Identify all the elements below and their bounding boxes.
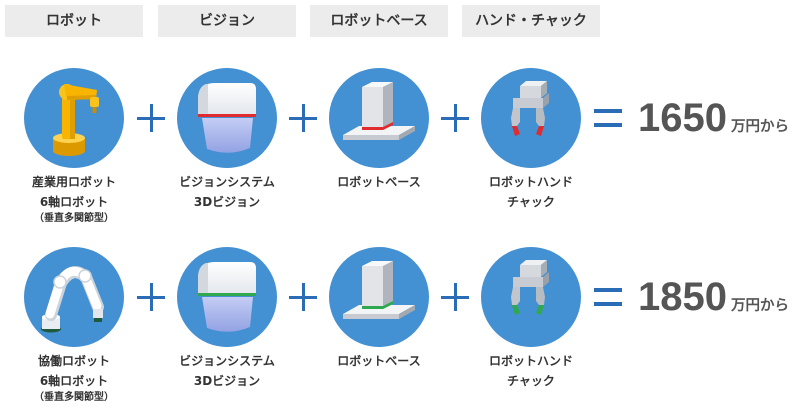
robot-base-icon <box>343 261 415 319</box>
robot-hand-gripper-icon <box>511 81 549 136</box>
vision-camera-icon <box>198 262 256 332</box>
component-label-note: （垂直多関節型） <box>34 213 114 224</box>
vision-camera-icon <box>198 83 256 153</box>
component-label-note: （垂直多関節型） <box>34 392 114 403</box>
component-icon-circle <box>481 68 581 168</box>
component-label: ビジョンシステム 3Dビジョン <box>158 172 296 212</box>
component-label: ロボットベース <box>310 351 448 371</box>
robot-base-icon <box>343 82 415 140</box>
plus-icon <box>137 283 165 311</box>
component-label-line: チャック <box>507 374 555 388</box>
plus-icon <box>137 104 165 132</box>
component-label-line: ロボットベース <box>337 354 421 368</box>
component-label: ロボットハンド チャック <box>462 351 600 391</box>
equals-icon <box>594 288 622 306</box>
price-amount: 1650 <box>638 96 727 140</box>
component-label: 協働ロボット 6軸ロボット （垂直多関節型） <box>5 351 143 405</box>
component-label-line: ロボットハンド <box>488 354 573 368</box>
robot-hand-gripper-icon <box>511 260 549 315</box>
component-label-line: チャック <box>507 195 555 209</box>
component-icon-circle <box>329 68 429 168</box>
component-robot-base: ロボットベース <box>310 247 448 405</box>
header-tab-robot: ロボット <box>5 5 143 37</box>
header-tab-label: ハンド・チャック <box>475 13 587 29</box>
component-label: ビジョンシステム 3Dビジョン <box>158 351 296 391</box>
header-tab-label: ビジョン <box>199 13 255 29</box>
component-label-line: 3Dビジョン <box>193 374 261 388</box>
component-label: ロボットハンド チャック <box>462 172 600 212</box>
component-label: 産業用ロボット 6軸ロボット （垂直多関節型） <box>5 172 143 226</box>
component-icon-circle <box>329 247 429 347</box>
price-amount: 1850 <box>638 275 727 319</box>
component-robot-base: ロボットベース <box>310 68 448 226</box>
industrial-robot-arm-icon <box>53 84 99 156</box>
collaborative-robot-arm-icon <box>41 266 104 333</box>
plus-icon <box>289 283 317 311</box>
component-label-line: 3Dビジョン <box>193 195 261 209</box>
component-hand-chuck: ロボットハンド チャック <box>462 68 600 226</box>
component-icon-circle <box>177 247 277 347</box>
component-vision: ビジョンシステム 3Dビジョン <box>158 247 296 405</box>
header-tab-hand-chuck: ハンド・チャック <box>462 5 600 37</box>
plus-icon <box>289 104 317 132</box>
component-label-line: 6軸ロボット <box>39 195 109 209</box>
component-robot: 協働ロボット 6軸ロボット （垂直多関節型） <box>5 247 143 405</box>
package-row-collaborative-robot: 協働ロボット 6軸ロボット （垂直多関節型） ビジョンシステム 3Dビジョン <box>0 247 800 405</box>
component-label-line: 協働ロボット <box>37 354 110 368</box>
component-hand-chuck: ロボットハンド チャック <box>462 247 600 405</box>
component-label: ロボットベース <box>310 172 448 192</box>
header-tab-robot-base: ロボットベース <box>310 5 448 37</box>
price-unit: 万円から <box>730 119 789 135</box>
plus-icon <box>441 104 469 132</box>
header-tab-vision: ビジョン <box>158 5 296 37</box>
component-label-line: 6軸ロボット <box>39 374 109 388</box>
plus-icon <box>441 283 469 311</box>
component-icon-circle <box>481 247 581 347</box>
price-unit: 万円から <box>730 298 789 314</box>
header-tab-label: ロボットベース <box>330 13 428 29</box>
component-label-line: ロボットベース <box>337 175 421 189</box>
package-row-industrial-robot: 産業用ロボット 6軸ロボット （垂直多関節型） ビジョンシステム 3Dビジョン <box>0 68 800 226</box>
component-label-line: ロボットハンド <box>488 175 573 189</box>
component-icon-circle <box>24 68 124 168</box>
component-label-line: ビジョンシステム <box>179 175 275 189</box>
component-label-line: ビジョンシステム <box>179 354 275 368</box>
component-robot: 産業用ロボット 6軸ロボット （垂直多関節型） <box>5 68 143 226</box>
component-label-line: 産業用ロボット <box>31 175 116 189</box>
equals-icon <box>594 109 622 127</box>
header-tab-label: ロボット <box>46 13 102 29</box>
package-price: 1850 万円から <box>638 273 789 321</box>
package-price: 1650 万円から <box>638 94 789 142</box>
component-icon-circle <box>24 247 124 347</box>
component-vision: ビジョンシステム 3Dビジョン <box>158 68 296 226</box>
component-icon-circle <box>177 68 277 168</box>
